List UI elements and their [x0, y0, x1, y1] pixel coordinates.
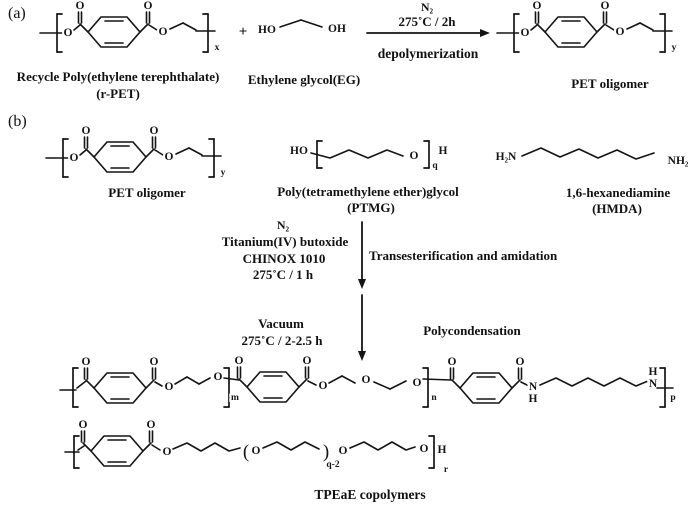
svg-text:O: O: [150, 356, 159, 368]
svg-text:N: N: [529, 381, 538, 393]
svg-text:O: O: [64, 27, 73, 39]
svg-text:n: n: [431, 393, 437, 403]
step1-condition-stabilizer: CHINOX 1010: [242, 251, 326, 266]
svg-text:O: O: [339, 445, 348, 457]
svg-text:O: O: [82, 356, 91, 368]
svg-text:q-2: q-2: [326, 460, 339, 470]
pet-oligomer-b-caption: PET oligomer: [108, 185, 186, 200]
svg-text:q: q: [432, 161, 438, 171]
svg-text:H: H: [529, 393, 538, 405]
svg-text:r: r: [444, 465, 449, 475]
eg-caption: Ethylene glycol(EG): [247, 72, 361, 87]
svg-text:O: O: [79, 419, 88, 431]
step2-condition-vacuum: Vacuum: [258, 316, 304, 331]
hmda-caption-line1: 1,6-hexanediamine: [565, 185, 671, 200]
svg-text:O: O: [163, 446, 172, 458]
svg-text:): ): [323, 442, 329, 463]
svg-text:p: p: [670, 393, 675, 403]
svg-text:m: m: [231, 393, 239, 403]
svg-text:y: y: [672, 43, 677, 53]
svg-text:O: O: [82, 125, 91, 137]
svg-text:O: O: [165, 381, 174, 393]
ptmg-caption-line1: Poly(tetramethylene ether)glycol: [277, 184, 459, 199]
svg-text:O: O: [303, 355, 312, 367]
rpet-caption-line1: Recycle Poly(ethylene terephthalate): [16, 69, 220, 84]
step1-process: Transesterification and amidation: [369, 248, 558, 263]
step2-process: Polycondensation: [423, 323, 521, 338]
svg-text:H: H: [438, 444, 447, 456]
svg-text:O: O: [150, 125, 159, 137]
svg-text:O: O: [165, 151, 174, 163]
svg-text:H: H: [649, 366, 658, 378]
pet-oligomer-a-caption: PET oligomer: [571, 76, 649, 91]
ptmg-caption-line2: (PTMG): [347, 200, 395, 215]
svg-text:O: O: [144, 0, 153, 12]
hmda-caption-line2: (HMDA): [592, 201, 642, 216]
svg-text:O: O: [214, 371, 223, 383]
svg-text:O: O: [533, 0, 542, 12]
svg-text:O: O: [362, 374, 371, 386]
svg-text:O: O: [76, 0, 85, 12]
section-b-label: (b): [8, 113, 27, 130]
step2-condition-temperature: 275˚C / 2-2.5 h: [241, 333, 323, 348]
svg-text:x: x: [215, 43, 220, 53]
step1-condition-catalyst: Titanium(IV) butoxide: [221, 234, 349, 249]
step1-condition-atmosphere: N₂: [276, 218, 290, 232]
product-caption: TPEaE copolymers: [314, 487, 426, 502]
arrow1-process: depolymerization: [377, 46, 479, 61]
svg-text:O: O: [159, 26, 168, 38]
rpet-caption-line2: (r-PET): [96, 86, 140, 101]
svg-text:HO: HO: [258, 24, 276, 36]
svg-text:O: O: [319, 380, 328, 392]
svg-text:HO: HO: [290, 145, 308, 157]
arrow1-temperature: 275˚C / 2h: [398, 14, 456, 29]
svg-text:O: O: [235, 355, 244, 367]
svg-text:H: H: [439, 145, 448, 157]
svg-text:O: O: [521, 27, 530, 39]
step1-condition-temperature: 275˚C / 1 h: [252, 267, 314, 282]
svg-text:O: O: [410, 150, 419, 162]
svg-text:O: O: [516, 356, 525, 368]
svg-text:NH₂: NH₂: [668, 155, 689, 167]
svg-text:y: y: [221, 168, 226, 178]
svg-text:O: O: [147, 419, 156, 431]
arrow1-atmosphere: N₂: [420, 0, 434, 14]
svg-text:O: O: [448, 356, 457, 368]
svg-text:O: O: [420, 443, 429, 455]
svg-text:+: +: [239, 24, 248, 40]
svg-text:OH: OH: [328, 23, 346, 35]
svg-text:(: (: [243, 442, 249, 463]
svg-text:O: O: [616, 26, 625, 38]
svg-text:O: O: [413, 377, 422, 389]
svg-text:O: O: [601, 0, 610, 12]
svg-text:O: O: [252, 445, 261, 457]
section-a-label: (a): [8, 5, 26, 22]
svg-text:O: O: [70, 152, 79, 164]
svg-text:H₂N: H₂N: [496, 151, 517, 163]
